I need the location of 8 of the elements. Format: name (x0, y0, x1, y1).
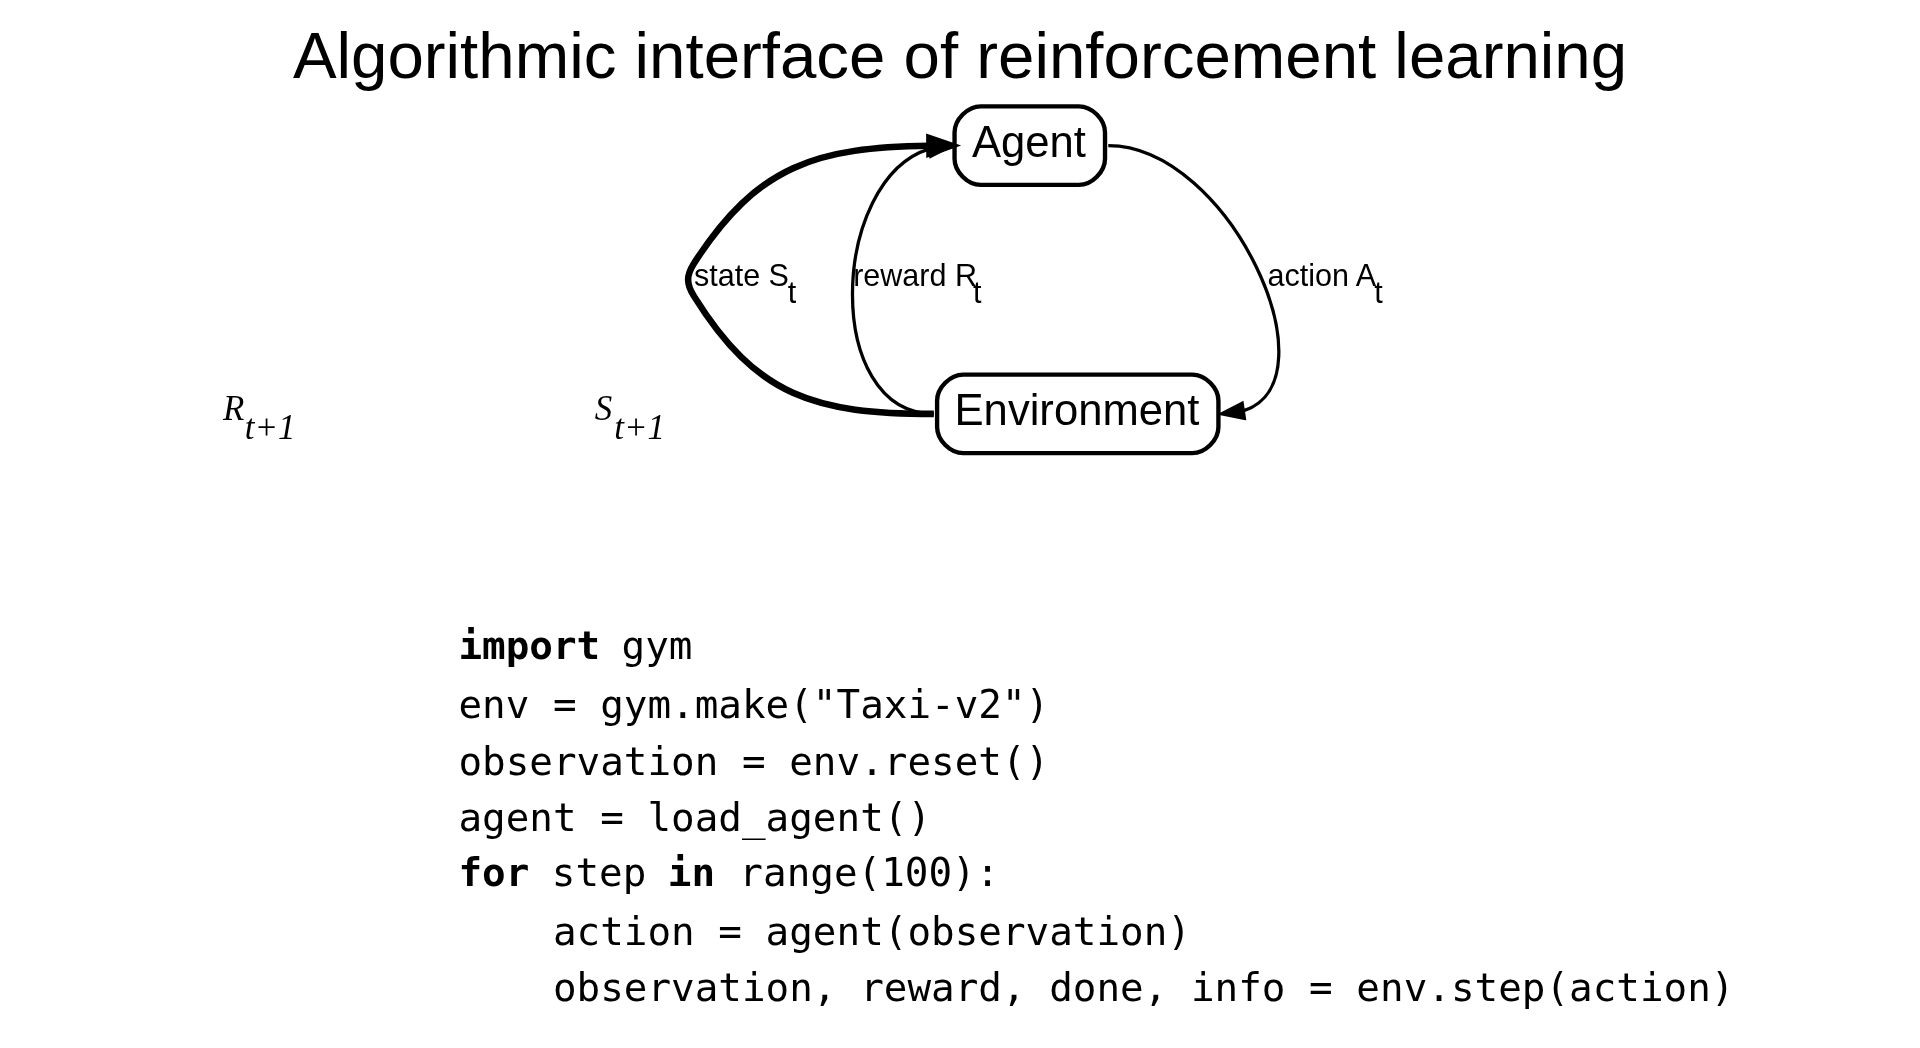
label: import gym (458, 622, 693, 668)
label: observation = env.reset() (458, 738, 1050, 784)
label: env = gym.make("Taxi-v2") (458, 681, 1050, 727)
label: action = agent(observation) (552, 908, 1191, 954)
label: agent = load_agent() (458, 795, 932, 841)
diagram-title: Algorithmic interface of reinforcement learning (292, 19, 1628, 93)
label: for step in range(100): (458, 849, 1000, 895)
label: observation, reward, done, info = env.step(action) (552, 965, 1735, 1011)
